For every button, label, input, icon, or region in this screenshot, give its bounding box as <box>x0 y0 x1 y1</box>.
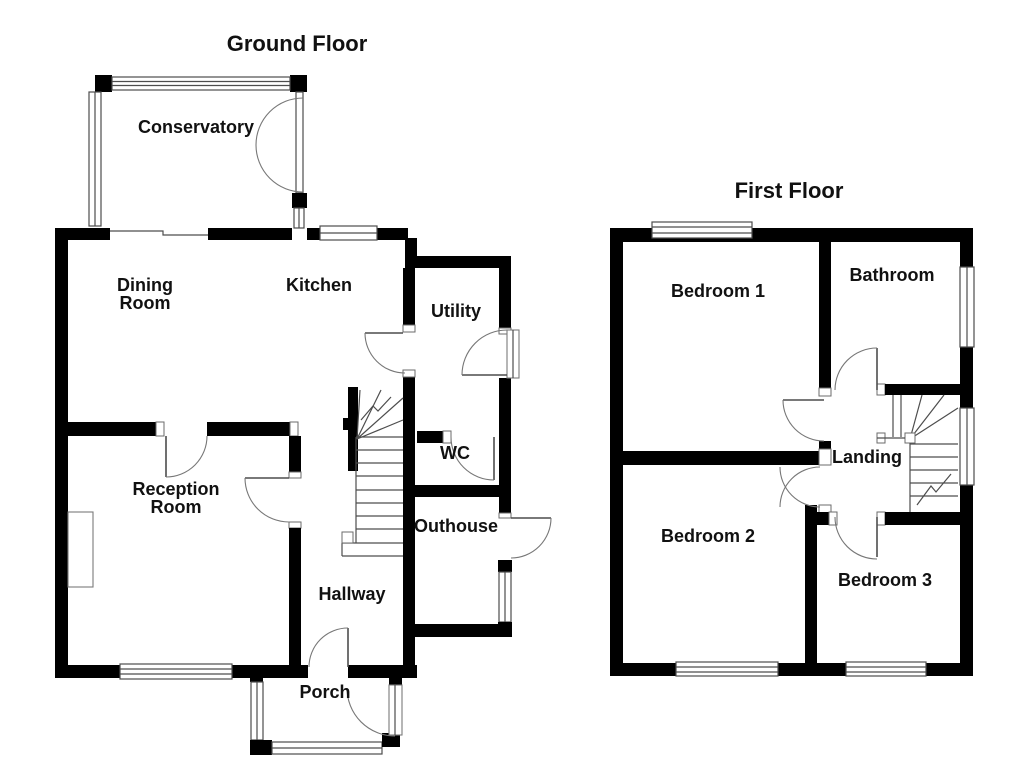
ground-floor-title: Ground Floor <box>227 31 368 56</box>
staircase-ground <box>341 387 404 557</box>
hallway-to-reception-door <box>244 477 290 523</box>
door-swing <box>346 687 396 737</box>
first-interior-walls <box>610 242 960 663</box>
ground-floor-plan: Ground Floor Con <box>55 31 552 755</box>
room-label-outhouse: Outhouse <box>414 516 498 536</box>
door-swing <box>244 477 290 523</box>
reception-walls <box>55 421 302 678</box>
room-label-dining-2: Room <box>120 293 171 313</box>
outhouse-door <box>510 517 552 559</box>
kitchen-window <box>319 225 378 241</box>
bedroom2-window <box>675 661 779 677</box>
door-swing <box>461 329 508 376</box>
landing-window <box>959 407 975 486</box>
wall-post <box>290 75 307 92</box>
room-label-wc: WC <box>440 443 470 463</box>
first-floor-title: First Floor <box>735 178 844 203</box>
bedroom1-window <box>651 221 753 239</box>
conservatory-window-top <box>111 76 291 91</box>
ground-outer-walls <box>55 228 417 678</box>
room-label-utility: Utility <box>431 301 481 321</box>
room-label-bedroom1: Bedroom 1 <box>671 281 765 301</box>
bedroom3-window <box>845 661 927 677</box>
dining-to-reception-door <box>165 435 208 478</box>
room-label-reception-1: Reception <box>132 479 219 499</box>
bathroom-door <box>834 347 878 391</box>
utility-wc-outhouse-walls <box>402 238 512 678</box>
room-label-kitchen: Kitchen <box>286 275 352 295</box>
wall-post <box>95 75 112 92</box>
room-label-landing: Landing <box>832 447 902 467</box>
reception-window <box>119 663 233 680</box>
door-swing <box>834 516 878 560</box>
room-label-bedroom2: Bedroom 2 <box>661 526 755 546</box>
door-swing <box>510 517 552 559</box>
door-swing <box>834 347 878 391</box>
room-label-porch: Porch <box>299 682 350 702</box>
door-swing <box>782 399 825 442</box>
porch-window-left <box>250 681 264 741</box>
bathroom-window <box>959 266 975 348</box>
wc-door <box>450 436 495 481</box>
conservatory-french-doors <box>255 91 304 194</box>
conservatory-window-left <box>88 91 102 227</box>
opening-threshold <box>110 230 208 236</box>
stair-direction-arrow <box>916 473 952 506</box>
wall-post <box>292 193 307 208</box>
kitchen-to-utility-door <box>364 332 406 374</box>
porch <box>250 627 403 755</box>
door-swing <box>308 627 349 668</box>
utility-back-door <box>461 329 520 379</box>
door-swing <box>255 97 304 146</box>
room-label-dining-1: Dining <box>117 275 173 295</box>
chimney-breast <box>67 511 94 588</box>
door-swing <box>364 332 406 374</box>
outhouse-window <box>498 560 512 637</box>
door-swing <box>450 436 495 481</box>
room-label-conservatory: Conservatory <box>138 117 254 137</box>
porch-window-front <box>271 741 383 755</box>
door-swing <box>165 435 208 478</box>
room-label-reception-2: Room <box>151 497 202 517</box>
room-label-bathroom: Bathroom <box>850 265 935 285</box>
first-floor-plan: First Floor <box>610 178 975 677</box>
room-label-bedroom3: Bedroom 3 <box>838 570 932 590</box>
bedroom1-door <box>782 399 825 442</box>
conservatory: Conservatory <box>88 75 307 229</box>
door-swing <box>255 144 304 193</box>
staircase-first <box>876 394 959 512</box>
door-swing <box>779 466 821 508</box>
bedroom3-door <box>834 516 878 560</box>
front-door <box>308 627 349 668</box>
porch-side-door <box>346 684 403 737</box>
left-wall <box>55 228 68 678</box>
bedroom2-door <box>779 466 821 508</box>
conservatory-window-right-lower <box>293 207 305 229</box>
door-swing <box>779 466 821 508</box>
room-label-hallway: Hallway <box>318 584 385 604</box>
stair-direction-arrow <box>360 396 392 421</box>
